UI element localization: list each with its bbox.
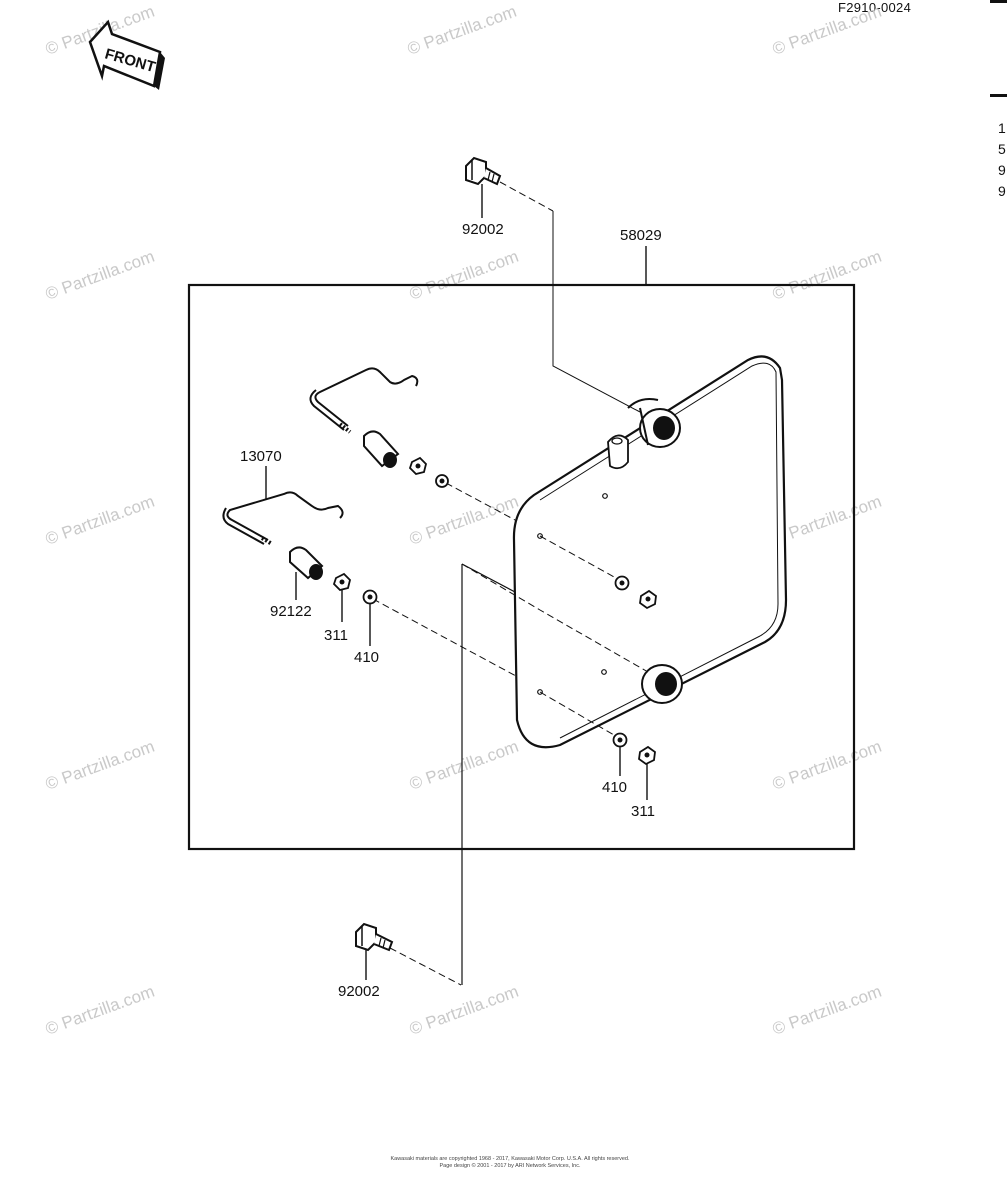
watermark: © Partzilla.com (407, 247, 521, 304)
assembly-guide-lines (372, 181, 649, 986)
watermark: © Partzilla.com (43, 982, 157, 1039)
watermark: © Partzilla.com (43, 737, 157, 794)
watermark: © Partzilla.com (407, 737, 521, 794)
diagram-code: F2910-0024 (838, 0, 912, 15)
front-arrow-icon: FRONT (88, 19, 165, 90)
part-label-311-right: 311 (631, 803, 655, 820)
watermark: © Partzilla.com (43, 247, 157, 304)
side-fragment: 1 (998, 120, 1006, 136)
bracket-plate (512, 355, 788, 749)
side-fragments: 1 5 9 9 (998, 118, 1007, 202)
edge-mark (990, 94, 1007, 97)
part-label-92122: 92122 (270, 603, 312, 620)
bolt-top-icon (465, 156, 502, 186)
watermark: © Partzilla.com (407, 982, 521, 1039)
assembly-guide-line (461, 563, 516, 593)
edge-mark (990, 0, 1007, 3)
nut-upper-icon (408, 456, 427, 475)
collar-upper-icon (363, 430, 400, 468)
watermark: © Partzilla.com (770, 737, 884, 794)
nut-right-icon (638, 745, 656, 766)
watermark: © Partzilla.com (405, 2, 519, 59)
part-label-311-left: 311 (324, 627, 348, 644)
watermark: © Partzilla.com (43, 492, 157, 549)
part-label-58029: 58029 (620, 227, 662, 244)
part-label-13070: 13070 (240, 448, 282, 465)
watermark: © Partzilla.com (770, 247, 884, 304)
watermark: © Partzilla.com (770, 492, 884, 549)
plate-nut-icon (614, 575, 657, 610)
copyright-line: Kawasaki materials are copyrighted 1968 … (390, 1156, 630, 1162)
nut-left-icon (332, 572, 351, 591)
copyright-line: Page design © 2001 - 2017 by ARI Network… (439, 1163, 581, 1169)
wire-stay-lower-icon (222, 491, 344, 546)
watermark: © Partzilla.com (770, 982, 884, 1039)
wire-stay-upper-icon (309, 367, 419, 434)
assembly-frame (187, 283, 856, 851)
part-label-410-right: 410 (602, 779, 627, 796)
side-fragment: 5 (998, 141, 1006, 157)
part-label-410-left: 410 (354, 649, 379, 666)
washer-left-icon (362, 589, 378, 605)
washer-right-icon (612, 732, 628, 748)
side-fragment: 9 (998, 162, 1006, 178)
watermark: © Partzilla.com (407, 492, 521, 549)
part-label-92002-top: 92002 (462, 221, 504, 238)
washer-upper-icon (435, 474, 449, 488)
collar-lower-icon (289, 546, 324, 580)
copyright-footer: Kawasaki materials are copyrighted 1968 … (300, 1156, 720, 1170)
side-fragment: 9 (998, 183, 1006, 199)
part-label-92002-bottom: 92002 (338, 983, 380, 1000)
bolt-bottom-icon (355, 922, 394, 952)
watermark: © Partzilla.com (770, 2, 884, 59)
